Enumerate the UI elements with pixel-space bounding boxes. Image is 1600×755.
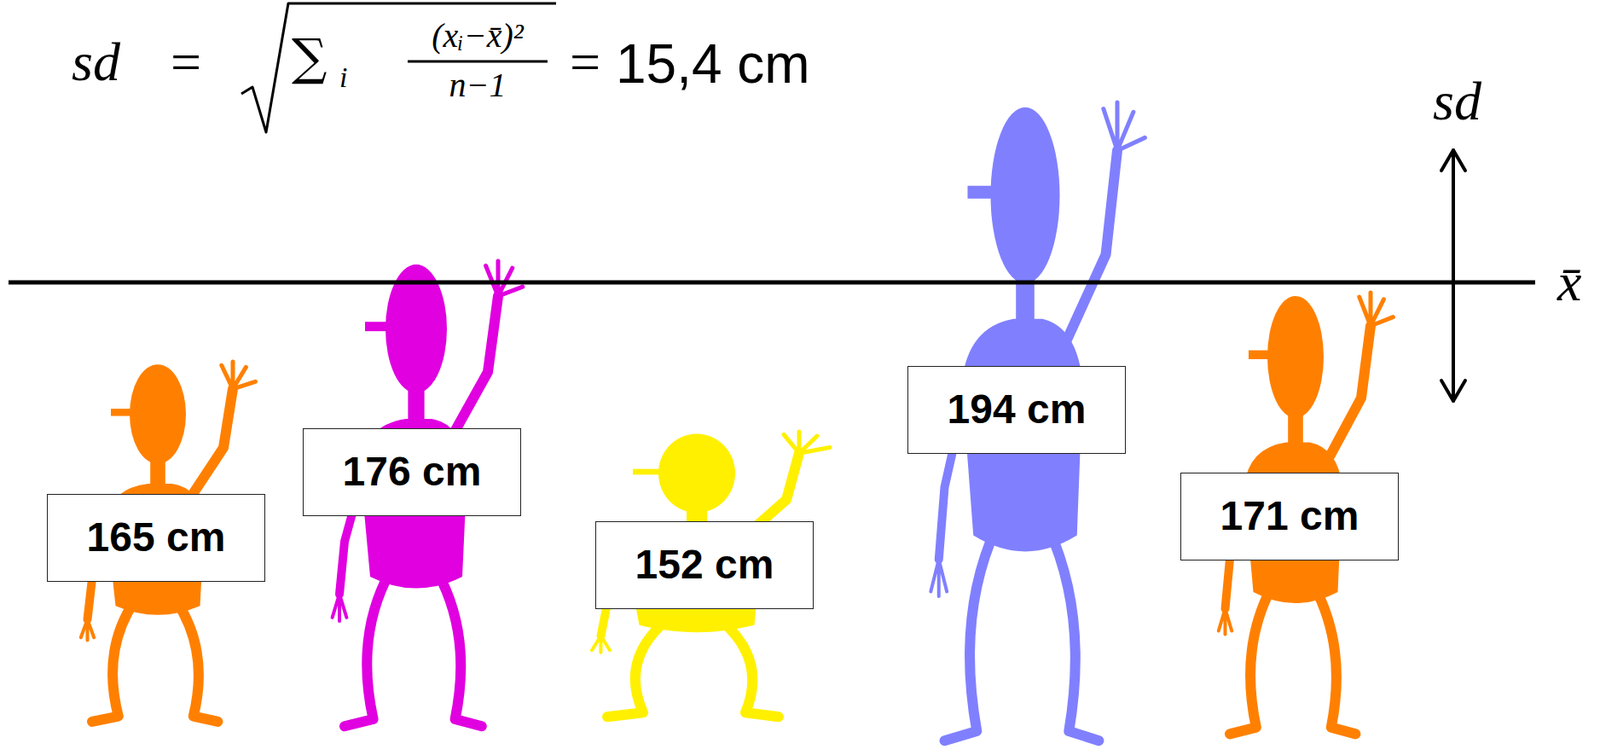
fraction-bar [407,60,548,64]
height-value: 194 cm [947,387,1087,433]
sd-value: 15,4 cm [615,34,811,94]
height-box: 171 cm [1180,472,1399,561]
height-value: 176 cm [342,449,482,495]
sum-symbol: ∑ [291,30,327,86]
sd-label: sd [1432,71,1482,132]
formula-symbol: sd [71,32,121,93]
height-box: 194 cm [907,365,1126,454]
height-box: 152 cm [595,521,814,609]
fraction-denominator: n−1 [449,66,507,105]
stick-figure [591,431,830,717]
formula-equals: = [569,32,601,93]
height-value: 152 cm [635,542,775,588]
sd-arrow [1441,150,1466,401]
mean-label: x̄ [1557,252,1582,313]
formula-equals: = [170,32,202,93]
height-box: 176 cm [302,428,522,516]
radical-sign [241,3,557,133]
fraction-numerator: (xᵢ−x̄)² [431,17,523,55]
sum-index: i [339,61,348,93]
mean-line [8,280,1536,285]
height-value: 165 cm [86,515,227,561]
height-box: 165 cm [46,493,266,582]
height-value: 171 cm [1220,493,1360,540]
